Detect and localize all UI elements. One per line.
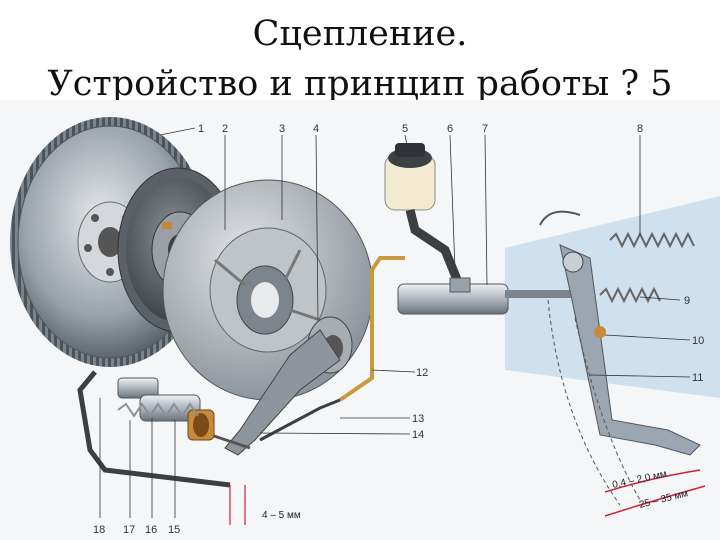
callout-11: 11 — [692, 372, 703, 384]
callout-14: 14 — [412, 429, 424, 441]
callout-4: 4 — [313, 123, 319, 135]
slave-cylinder — [77, 370, 251, 488]
release-fork — [224, 316, 353, 456]
hydraulic-hose — [259, 398, 341, 442]
dim-free-play: 0,4 – 2,0 мм — [611, 469, 668, 491]
callout-8: 8 — [637, 123, 643, 135]
callout-18: 18 — [93, 524, 105, 536]
clutch-diagram-svg: 1 2 3 4 5 6 7 8 9 10 11 12 13 14 15 16 1… — [10, 117, 720, 536]
callout-12: 12 — [416, 367, 428, 379]
callout-9: 9 — [684, 295, 690, 307]
callout-13: 13 — [412, 413, 424, 425]
reservoir-hose — [405, 208, 463, 284]
dim-fork-gap: 4 – 5 мм — [262, 510, 301, 521]
callout-15: 15 — [168, 524, 180, 536]
dim-full-travel: 25 – 35 мм — [638, 488, 689, 511]
callout-5: 5 — [402, 123, 408, 135]
callout-16: 16 — [145, 524, 157, 536]
free-play-arc — [604, 469, 701, 493]
leader-lines — [99, 127, 691, 518]
callout-6: 6 — [447, 123, 453, 135]
callout-2: 2 — [222, 123, 228, 135]
slide-title-line2: Устройство и принцип работы ? 5 — [47, 64, 673, 104]
return-spring — [539, 210, 695, 304]
callout-1: 1 — [198, 123, 204, 135]
callout-10: 10 — [692, 335, 704, 347]
hydraulic-line — [338, 256, 405, 402]
callout-7: 7 — [482, 123, 488, 135]
callout-3: 3 — [279, 123, 285, 135]
callout-17: 17 — [123, 524, 135, 536]
firewall-panel — [505, 196, 720, 398]
clutch-pedal — [547, 244, 701, 506]
fluid-reservoir — [384, 143, 436, 211]
master-cylinder — [397, 277, 575, 315]
slide-title-line1: Сцепление. — [252, 14, 468, 54]
full-travel-arc — [604, 485, 706, 517]
clutch-diagram: 1 2 3 4 5 6 7 8 9 10 11 12 13 14 15 16 1… — [0, 100, 720, 540]
